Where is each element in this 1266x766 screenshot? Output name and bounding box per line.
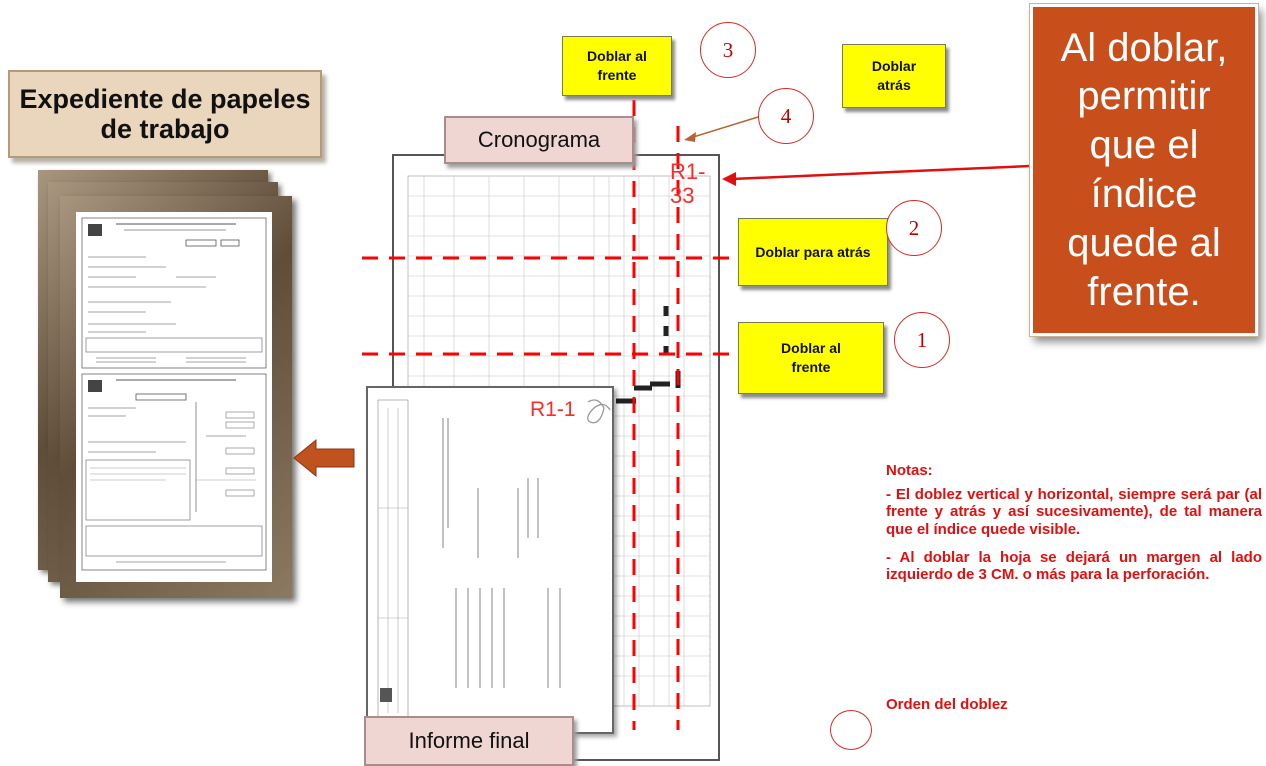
fold-label-doblar-para-atras: Doblar para atrás (738, 218, 888, 286)
label-cronograma: Cronograma (444, 116, 634, 164)
notes-section: Notas: - El doblez vertical y horizontal… (886, 462, 1262, 594)
fold-label-doblar-atras-text: Doblar atrás (871, 58, 917, 93)
order-number-2-text: 2 (908, 215, 920, 240)
final-report-content (377, 399, 561, 719)
folder-title: Expediente de papeles de trabajo (8, 70, 322, 158)
fold-label-doblar-frente-top: Doblar al frente (562, 36, 672, 96)
legend-order-text: Orden del doblez (886, 696, 1008, 713)
pointer-line-callout (731, 164, 1031, 181)
order-number-3: 3 (700, 22, 756, 78)
label-cronograma-text: Cronograma (477, 127, 601, 152)
scribble-mark (587, 399, 611, 424)
legend-order-label: Orden del doblez (886, 696, 1008, 714)
notes-heading: Notas: (886, 462, 933, 479)
note-item-1: - El doblez vertical y horizontal, siemp… (886, 485, 1262, 539)
order-number-4: 4 (758, 88, 814, 144)
final-report-sheet (366, 386, 614, 734)
folder-title-text: Expediente de papeles de trabajo (19, 83, 311, 144)
index-mark-r1-1-text: R1-1 (530, 398, 576, 421)
index-callout-text: Al doblar, permitir que el índice quede … (1060, 25, 1228, 314)
arrow-left-icon (293, 438, 355, 478)
label-informe-final: Informe final (364, 716, 574, 766)
fold-label-doblar-para-atras-text: Doblar para atrás (755, 243, 871, 260)
order-number-1-text: 1 (916, 327, 928, 352)
form-document-thumbnail (76, 212, 272, 582)
order-number-3-text: 3 (722, 37, 734, 62)
index-mark-r1-1: R1-1 (530, 398, 576, 422)
folder-front-sheet (60, 196, 292, 598)
form-document-lines (81, 217, 267, 571)
fold-label-doblar-frente-top-text: Doblar al frente (587, 48, 647, 83)
pointer-head-callout (722, 172, 736, 186)
index-callout: Al doblar, permitir que el índice quede … (1029, 3, 1259, 337)
label-informe-final-text: Informe final (408, 728, 530, 753)
legend-circle-icon (830, 710, 872, 750)
order-number-4-text: 4 (780, 103, 792, 128)
pointer-head-4 (684, 132, 696, 142)
note-item-2: - Al doblar la hoja se dejará un margen … (886, 548, 1262, 584)
index-mark-r1-33: R1-33 (670, 159, 710, 209)
order-number-1: 1 (894, 312, 950, 368)
fold-label-doblar-frente-bottom: Doblar al frente (738, 322, 884, 394)
order-number-2: 2 (886, 200, 942, 256)
fold-label-doblar-atras: Doblar atrás (842, 44, 946, 108)
fold-label-doblar-frente-bottom-text: Doblar al frente (781, 340, 841, 375)
index-mark-r1-33-text: R1-33 (670, 159, 706, 209)
pointer-line-4 (689, 116, 759, 139)
